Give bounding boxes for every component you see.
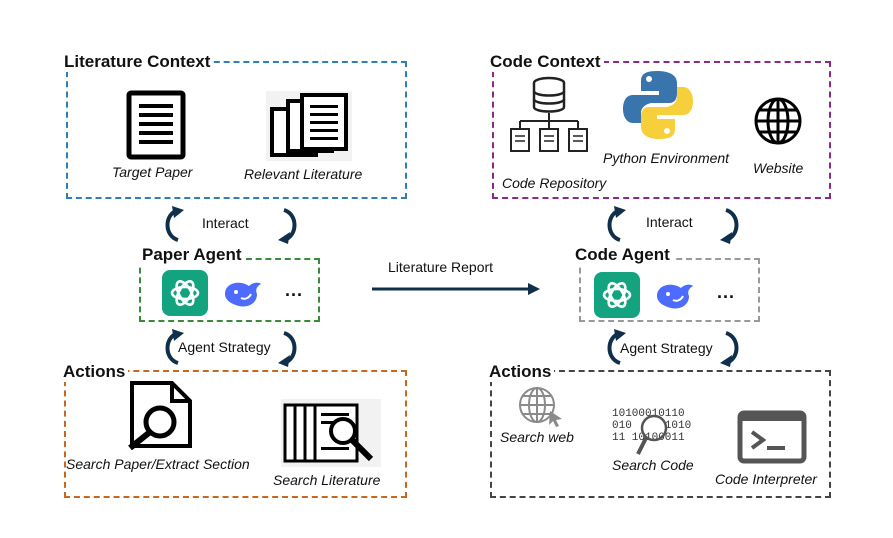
search-literature-icon <box>281 399 381 467</box>
database-repository-icon <box>510 76 588 152</box>
globe-icon <box>754 97 802 145</box>
search-paper-caption: Search Paper/Extract Section <box>66 456 250 472</box>
code-interact-arrow-right-icon <box>720 208 739 244</box>
code-repository-caption: Code Repository <box>502 175 607 191</box>
paper-interact-label: Interact <box>202 215 249 231</box>
strategy-arrow-left-icon <box>165 329 184 365</box>
paper-actions-title: Actions <box>60 362 129 382</box>
code-actions-box <box>490 370 831 498</box>
interact-arrow-left-icon <box>165 206 184 242</box>
search-document-icon <box>128 381 192 450</box>
report-arrow-icon <box>372 283 540 295</box>
document-icon <box>126 90 186 160</box>
search-web-caption: Search web <box>500 429 574 445</box>
python-environment-caption: Python Environment <box>603 150 730 166</box>
paper-strategy-label: Agent Strategy <box>178 339 271 355</box>
code-agent-title: Code Agent <box>572 245 673 265</box>
search-literature-caption: Search Literature <box>273 472 381 488</box>
code-interact-arrow-left-icon <box>607 206 626 242</box>
paper-agent-title: Paper Agent <box>139 245 245 265</box>
code-deepseek-logo-icon <box>651 272 697 318</box>
target-paper-caption: Target Paper <box>112 164 193 180</box>
binary-code-text: 10100010110 010 1010 11 10100011 <box>612 408 692 444</box>
code-chatgpt-logo-icon <box>594 272 640 318</box>
paper-actions-box <box>64 370 407 498</box>
strategy-arrow-right-icon <box>278 331 297 367</box>
code-interact-label: Interact <box>646 214 693 230</box>
code-strategy-label: Agent Strategy <box>620 340 713 356</box>
magnifier-icon <box>636 414 668 455</box>
paper-agent-more: ... <box>285 280 304 300</box>
interact-arrow-right-icon <box>278 208 297 244</box>
deepseek-logo-icon <box>219 270 265 316</box>
code-strategy-arrow-right-icon <box>720 331 739 367</box>
code-strategy-arrow-left-icon <box>607 329 626 365</box>
terminal-icon <box>737 410 807 464</box>
website-caption: Website <box>753 160 804 176</box>
code-actions-title: Actions <box>486 362 555 382</box>
code-interpreter-caption: Code Interpreter <box>715 471 817 487</box>
code-agent-more: ... <box>717 282 736 302</box>
literature-context-title: Literature Context <box>61 52 214 72</box>
code-context-title: Code Context <box>487 52 604 72</box>
python-logo-icon <box>623 71 693 139</box>
search-code-caption: Search Code <box>612 457 694 473</box>
relevant-literature-caption: Relevant Literature <box>244 166 363 182</box>
code-context-box <box>492 61 831 199</box>
literature-report-label: Literature Report <box>388 259 494 275</box>
documents-stack-icon <box>266 91 352 161</box>
literature-context-box <box>66 61 407 199</box>
web-search-icon <box>519 387 562 427</box>
chatgpt-logo-icon <box>162 270 208 316</box>
